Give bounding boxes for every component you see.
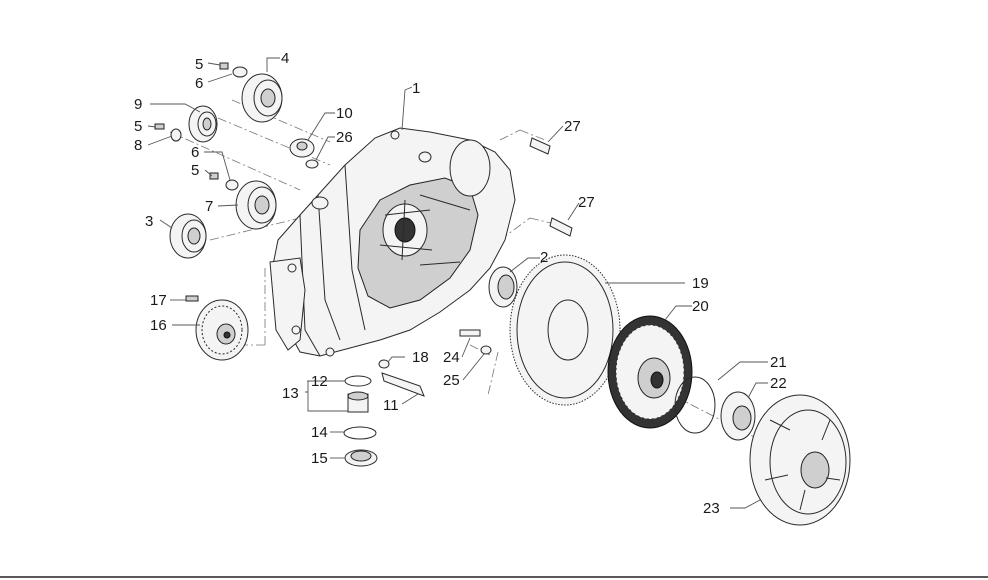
seal-and-bolts — [459, 137, 573, 355]
callout-6a: 6 — [195, 75, 203, 92]
drain-plug-stack — [343, 359, 425, 467]
callout-23: 23 — [703, 500, 720, 517]
callout-8: 8 — [134, 137, 142, 154]
callout-2: 2 — [540, 249, 548, 266]
callout-labels: 1 2 3 4 5 5 5 6 6 7 8 9 10 11 12 13 14 1… — [134, 50, 787, 517]
callout-27a: 27 — [564, 118, 581, 135]
callout-12: 12 — [311, 373, 328, 390]
callout-7: 7 — [205, 198, 213, 215]
callout-5a: 5 — [195, 56, 203, 73]
callout-21: 21 — [770, 354, 787, 371]
callout-14: 14 — [311, 424, 328, 441]
crankcase-housing — [269, 127, 516, 357]
callout-5c: 5 — [191, 162, 199, 179]
callout-15: 15 — [311, 450, 328, 467]
leader-lines — [147, 57, 768, 509]
callout-25: 25 — [443, 372, 460, 389]
left-bearings — [154, 62, 319, 259]
callout-6b: 6 — [191, 144, 199, 161]
callout-4: 4 — [281, 50, 289, 67]
callout-26: 26 — [336, 129, 353, 146]
callout-1: 1 — [412, 80, 420, 97]
callout-10: 10 — [336, 105, 353, 122]
pump-gear-assembly — [185, 295, 249, 361]
callout-20: 20 — [692, 298, 709, 315]
callout-13: 13 — [282, 385, 299, 402]
callout-5b: 5 — [134, 118, 142, 135]
callout-3: 3 — [145, 213, 153, 230]
callout-24: 24 — [443, 349, 460, 366]
callout-17: 17 — [150, 292, 167, 309]
callout-27b: 27 — [578, 194, 595, 211]
ring-and-plate — [674, 376, 756, 441]
clutch-disc — [607, 315, 693, 429]
flywheel-ring-gear — [509, 254, 621, 406]
callout-22: 22 — [770, 375, 787, 392]
callout-18: 18 — [412, 349, 429, 366]
clutch-cover — [749, 394, 851, 526]
callout-16: 16 — [150, 317, 167, 334]
callout-19: 19 — [692, 275, 709, 292]
callout-11: 11 — [383, 397, 399, 414]
callout-9: 9 — [134, 96, 142, 113]
